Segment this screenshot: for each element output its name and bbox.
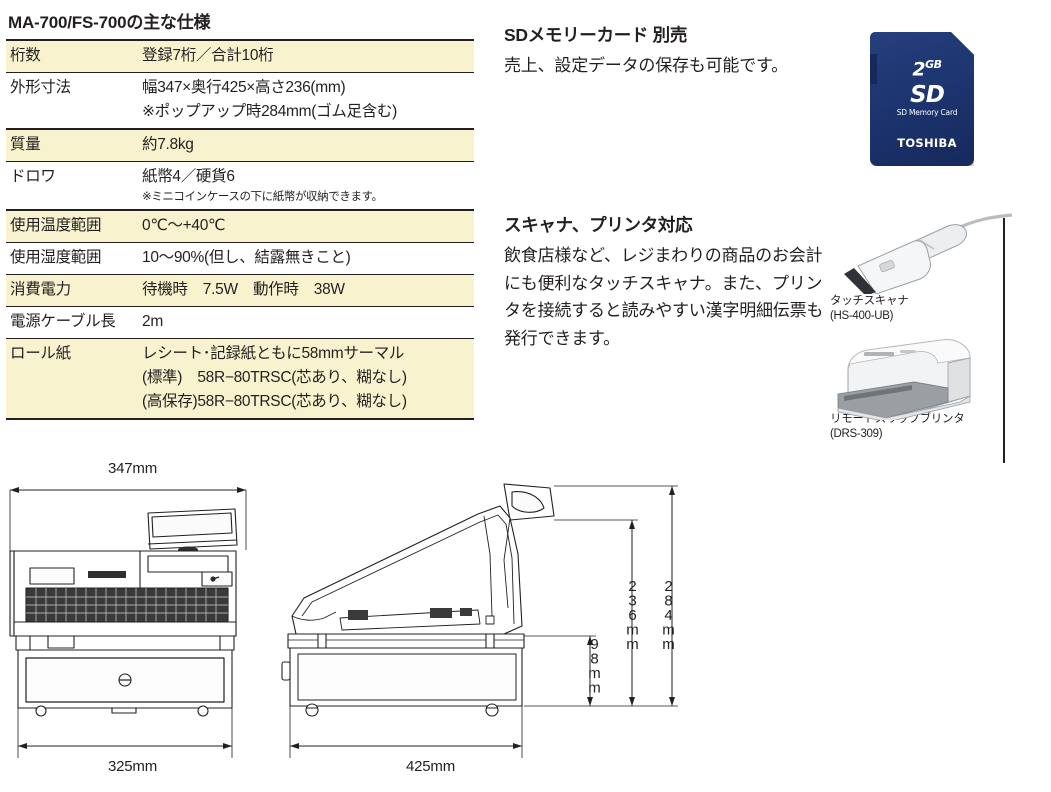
spec-value-line: 待機時 7.5W 動作時 38W — [142, 281, 345, 299]
touch-scanner-caption: タッチスキャナ (HS-400-UB) — [830, 294, 1030, 324]
spec-row-key: ドロワ — [6, 161, 138, 212]
spec-row-value: 2m — [138, 306, 474, 340]
sd-card-feature-block: SDメモリーカード 別売 売上、設定データの保存も可能です。 2GB SD SD… — [500, 22, 1045, 197]
slip-printer-photo — [830, 330, 1030, 423]
specification-table: 桁数登録7桁／合計10桁外形寸法幅347×奥行425×高さ236(mm) ※ポップ… — [6, 39, 474, 421]
spec-row-value: レシート･記録紙ともに58mmサーマル (標準) 58R−80TRSC(芯あり、糊… — [138, 339, 474, 420]
spec-row-key: 質量 — [6, 129, 138, 163]
scanner-printer-feature-block: スキャナ、プリンタ対応 飲食店様など、レジまわりの商品のお会計にも便利なタッチス… — [500, 212, 1045, 472]
spec-value-line: 2m — [142, 313, 163, 331]
specification-section: MA-700/FS-700の主な仕様 桁数登録7桁／合計10桁外形寸法幅347×… — [6, 6, 474, 421]
touch-scanner-model: (HS-400-UB) — [830, 309, 894, 322]
front-view-base-width-label: 325mm — [108, 758, 158, 775]
scanner-printer-heading: スキャナ、プリンタ対応 — [504, 215, 693, 235]
front-view-width-label: 347mm — [108, 460, 158, 477]
sd-capacity-number: 2 — [912, 58, 926, 81]
sd-card-heading: SDメモリーカード 別売 — [504, 25, 688, 45]
slip-printer-figure: リモートスリップブリンタ (DRS-309) — [830, 330, 1030, 442]
sd-memory-card-label: SD Memory Card — [896, 108, 958, 117]
spec-row-key: 消費電力 — [6, 274, 138, 308]
spec-row-value: 待機時 7.5W 動作時 38W — [138, 274, 474, 308]
spec-row-value: 登録7桁／合計10桁 — [138, 40, 474, 74]
spec-value-note: ※ミニコインケースの下に紙幣が収納できます。 — [142, 191, 383, 204]
scanner-printer-description: 飲食店様など、レジまわりの商品のお会計にも便利なタッチスキャナ。また、プリンタを… — [504, 246, 824, 348]
spec-row-value: 10〜90%(但し、結露無きこと) — [138, 242, 474, 276]
sd-logo-label: SD — [910, 82, 945, 108]
sd-write-protect-tab — [870, 54, 877, 84]
spec-row-key: 外形寸法 — [6, 72, 138, 131]
spec-value-line: 紙幣4／硬貨6 — [142, 168, 235, 186]
spec-row: ロール紙 レシート･記録紙ともに58mmサーマル (標準) 58R−80TRSC(芯… — [6, 338, 474, 420]
page-title: MA-700/FS-700の主な仕様 — [8, 13, 211, 32]
spec-row: ドロワ紙幣4／硬貨6 ※ミニコインケースの下に紙幣が収納できます。 — [6, 161, 474, 212]
side-view-popup-height-label: 284mm — [660, 578, 677, 651]
touch-scanner-icon — [844, 213, 1013, 296]
spec-value-line: (高保存)58R−80TRSC(芯あり、糊なし) — [142, 393, 407, 411]
spec-row: 外形寸法幅347×奥行425×高さ236(mm) ※ポップアップ時284mm(ゴム… — [6, 72, 474, 131]
sd-card-photo: 2GB SD SD Memory Card TOSHIBA — [864, 28, 994, 173]
sd-brand-label: TOSHIBA — [897, 136, 957, 150]
sd-card-capacity-label: 2GB — [888, 58, 966, 80]
spec-value-line: レシート･記録紙ともに58mmサーマル — [142, 345, 405, 363]
touch-scanner-name: タッチスキャナ — [830, 295, 909, 307]
spec-value-line: 幅347×奥行425×高さ236(mm) — [142, 79, 346, 97]
spec-row-value: 紙幣4／硬貨6 ※ミニコインケースの下に紙幣が収納できます。 — [138, 161, 474, 212]
spec-row-key: 使用湿度範囲 — [6, 242, 138, 276]
spec-value-line: 約7.8kg — [142, 136, 194, 154]
spec-row-value: 約7.8kg — [138, 129, 474, 163]
touch-scanner-figure: タッチスキャナ (HS-400-UB) — [830, 212, 1030, 324]
sd-card-illustration: 2GB SD SD Memory Card TOSHIBA — [870, 32, 974, 166]
side-view-height-label: 236mm — [624, 578, 641, 651]
touch-scanner-photo — [830, 212, 1030, 296]
spec-row-value: 0℃〜+40℃ — [138, 210, 474, 244]
side-view-drawing — [281, 483, 678, 758]
spec-value-line: 10〜90%(但し、結露無きこと) — [142, 249, 351, 267]
spec-row: 質量約7.8kg — [6, 129, 474, 163]
specification-table-body: 桁数登録7桁／合計10桁外形寸法幅347×奥行425×高さ236(mm) ※ポップ… — [6, 40, 474, 420]
side-view-depth-label: 425mm — [406, 758, 456, 775]
spec-row-key: 使用温度範囲 — [6, 210, 138, 244]
technical-drawings: 347mm 325mm — [0, 458, 1051, 792]
spec-row-key: 桁数 — [6, 40, 138, 74]
spec-value-line: 0℃〜+40℃ — [142, 217, 226, 235]
front-view-drawing — [9, 487, 247, 758]
spec-row-key: 電源ケーブル長 — [6, 306, 138, 340]
spec-row-value: 幅347×奥行425×高さ236(mm) ※ポップアップ時284mm(ゴム足含む) — [138, 72, 474, 131]
slip-printer-model: (DRS-309) — [830, 427, 883, 440]
spec-row: 桁数登録7桁／合計10桁 — [6, 40, 474, 74]
spec-value-line: 登録7桁／合計10桁 — [142, 47, 274, 64]
spec-value-line: ※ポップアップ時284mm(ゴム足含む) — [142, 103, 397, 121]
side-view-base-height-label: 98mm — [586, 636, 603, 694]
spec-row: 消費電力待機時 7.5W 動作時 38W — [6, 274, 474, 308]
sd-card-description: 売上、設定データの保存も可能です。 — [504, 56, 788, 75]
slip-printer-icon — [837, 339, 971, 423]
spec-value-line: (標準) 58R−80TRSC(芯あり、糊なし) — [142, 369, 407, 387]
column-divider — [1003, 218, 1005, 463]
sd-capacity-unit: GB — [925, 58, 942, 71]
spec-row-key: ロール紙 — [10, 345, 71, 363]
